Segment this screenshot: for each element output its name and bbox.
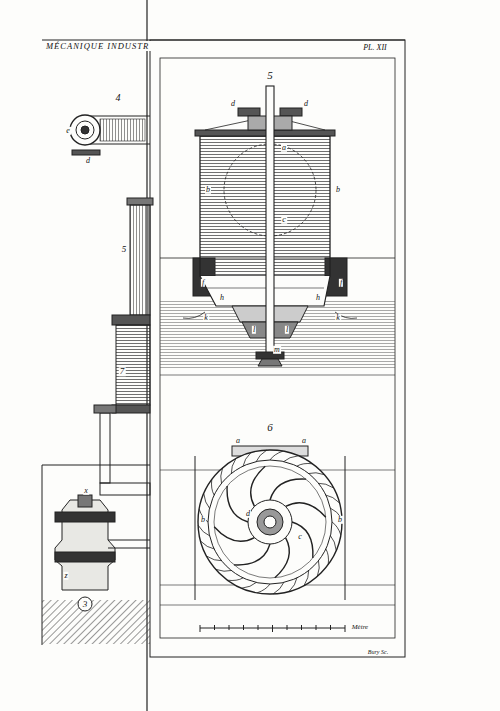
turbine-plan-figure xyxy=(160,446,395,600)
wheel-bucket xyxy=(317,561,319,577)
wheel-bucket xyxy=(211,480,214,495)
scale-tick xyxy=(287,625,288,630)
guide-vane xyxy=(251,466,266,506)
wheel-bucket xyxy=(309,473,325,475)
scale-tick xyxy=(345,625,346,632)
callout-letter: c xyxy=(297,533,303,541)
figure-number: 4 xyxy=(115,93,122,104)
pulley-figure xyxy=(70,115,150,155)
callout-letter: d xyxy=(245,510,251,518)
wheel-bucket xyxy=(243,453,251,467)
scale-bar xyxy=(200,625,345,632)
guide-vane xyxy=(234,544,270,565)
wheel-bucket xyxy=(297,463,312,466)
wheel-bucket xyxy=(207,556,222,561)
turbine-section-figure xyxy=(160,86,395,370)
guide-vane xyxy=(270,479,306,500)
callout-letter: l xyxy=(252,326,256,334)
engraver-signature: Bury Sc. xyxy=(367,649,389,655)
wheel-bucket xyxy=(228,578,243,581)
callout-letter: x xyxy=(83,487,89,495)
wheel-bucket xyxy=(221,468,223,484)
figure-number: 7 xyxy=(119,367,126,376)
guide-vane xyxy=(275,538,290,578)
guide-vane xyxy=(286,503,326,518)
scale-tick xyxy=(301,625,302,630)
wheel-bucket xyxy=(198,525,209,536)
wheel-bucket xyxy=(204,494,210,509)
callout-letter: b xyxy=(205,186,211,194)
callout-letter: k xyxy=(335,314,341,322)
scale-tick xyxy=(330,625,331,630)
callout-letter: a xyxy=(235,437,241,445)
callout-letter: m xyxy=(273,346,281,354)
callout-letter: h xyxy=(315,294,321,302)
callout-letter: k xyxy=(203,314,209,322)
callout-letter: b xyxy=(335,186,341,194)
callout-letter: f xyxy=(201,279,205,287)
scale-tick xyxy=(258,625,259,630)
callout-letter: b xyxy=(200,516,206,524)
callout-letter: z xyxy=(63,572,68,580)
guide-vane xyxy=(292,522,313,558)
wheel-bucket xyxy=(289,578,297,592)
scale-tick xyxy=(316,625,317,630)
callout-letter: h xyxy=(219,294,225,302)
figure-number: 5 xyxy=(121,245,128,254)
callout-letter: a xyxy=(301,437,307,445)
callout-letter: c xyxy=(281,216,287,224)
scale-unit: Mètre xyxy=(351,624,369,631)
callout-letter: b xyxy=(337,516,343,524)
scale-tick xyxy=(243,625,244,630)
wheel-bucket xyxy=(257,584,270,593)
wheel-bucket xyxy=(216,569,232,571)
wheel-bucket xyxy=(231,459,236,474)
callout-letter: l xyxy=(285,326,289,334)
callout-letter: e xyxy=(65,127,71,135)
pump-column-figure xyxy=(42,198,153,645)
plate-number: PL. XII xyxy=(362,44,388,52)
wheel-bucket xyxy=(326,549,329,564)
figure-number: 6 xyxy=(266,422,274,434)
wheel-bucket xyxy=(330,536,336,551)
scale-tick xyxy=(214,625,215,630)
callout-letter: d xyxy=(230,100,236,108)
figure-number: 5 xyxy=(266,70,274,82)
callout-letter: a xyxy=(281,144,287,152)
wheel-bucket xyxy=(318,483,333,488)
plate-title: MÉCANIQUE INDUSTR xyxy=(44,41,151,51)
wheel-bucket xyxy=(256,450,267,461)
wheel-bucket xyxy=(304,570,309,585)
callout-letter: f xyxy=(339,279,343,287)
callout-letter: d xyxy=(303,100,309,108)
scale-tick xyxy=(229,625,230,630)
scale-tick xyxy=(272,625,273,632)
wheel-bucket xyxy=(273,582,284,593)
wheel-bucket xyxy=(284,456,299,462)
plate-frame xyxy=(42,0,405,711)
wheel-bucket xyxy=(326,495,340,503)
callout-letter: d xyxy=(85,157,91,165)
wheel-bucket xyxy=(242,582,257,588)
scale-tick xyxy=(200,625,201,632)
wheel-bucket xyxy=(201,541,215,549)
figure-number: 3 xyxy=(82,600,89,609)
guide-vane xyxy=(214,527,254,542)
wheel-bucket xyxy=(270,451,283,460)
